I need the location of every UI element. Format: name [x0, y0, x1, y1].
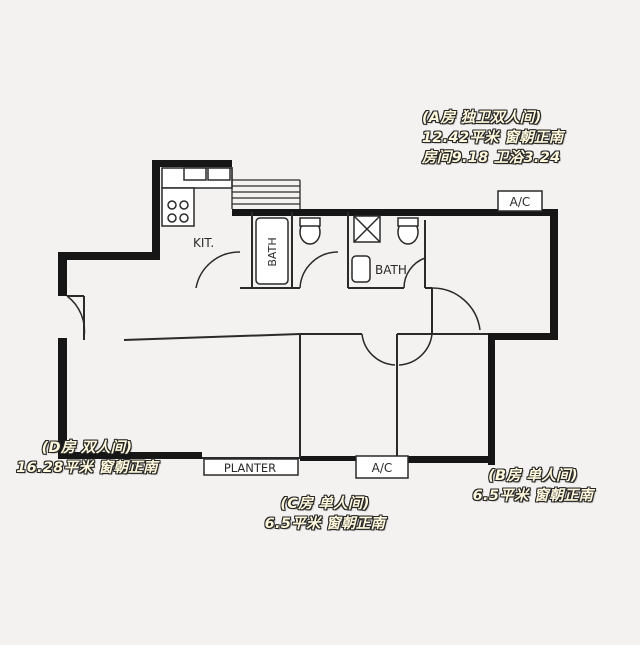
room-a-detail: 房间9.18 卫浴3.24 — [422, 150, 561, 166]
window-slats — [231, 167, 301, 209]
room-b-area: 6.5平米 窗朝正南 — [472, 488, 594, 504]
room-a-area: 12.42平米 窗朝正南 — [422, 130, 564, 146]
room-a-title: (A房 独卫双人间) — [422, 110, 542, 126]
room-c-title: (C房 单人间) — [280, 496, 370, 512]
room-b-caption: (B房 单人间) 6.5平米 窗朝正南 — [448, 466, 618, 506]
ac-bottom-label: A/C — [372, 461, 393, 475]
room-c-area: 6.5平米 窗朝正南 — [264, 516, 386, 532]
room-d-area: 16.28平米 窗朝正南 — [16, 460, 158, 476]
room-a-caption: (A房 独卫双人间) 12.42平米 窗朝正南 房间9.18 卫浴3.24 — [422, 108, 564, 168]
room-b-title: (B房 单人间) — [488, 468, 578, 484]
kitchen-label: KIT. — [193, 236, 214, 250]
fixture-boxes — [203, 190, 543, 479]
bath-label: BATH — [375, 263, 407, 277]
kitchen-fixtures — [161, 167, 233, 227]
exterior-walls — [58, 160, 558, 465]
ac-top-label: A/C — [510, 195, 531, 209]
doors — [66, 251, 481, 366]
interior-walls — [67, 212, 488, 459]
bath-vertical-label: BATH — [266, 237, 279, 266]
planter-label: PLANTER — [224, 461, 276, 475]
room-d-title: (D房 双人间) — [41, 440, 133, 456]
bath-fixtures — [255, 215, 419, 285]
room-d-caption: (D房 双人间) 16.28平米 窗朝正南 — [0, 438, 174, 478]
room-c-caption: (C房 单人间) 6.5平米 窗朝正南 — [240, 494, 410, 534]
